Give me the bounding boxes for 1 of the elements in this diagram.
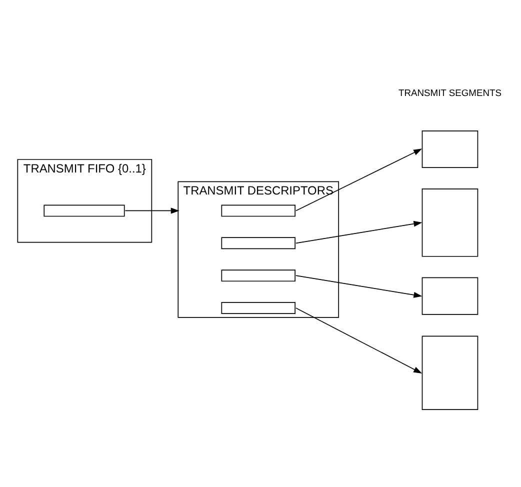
label: TRANSMIT SEGMENTS — [398, 88, 502, 98]
